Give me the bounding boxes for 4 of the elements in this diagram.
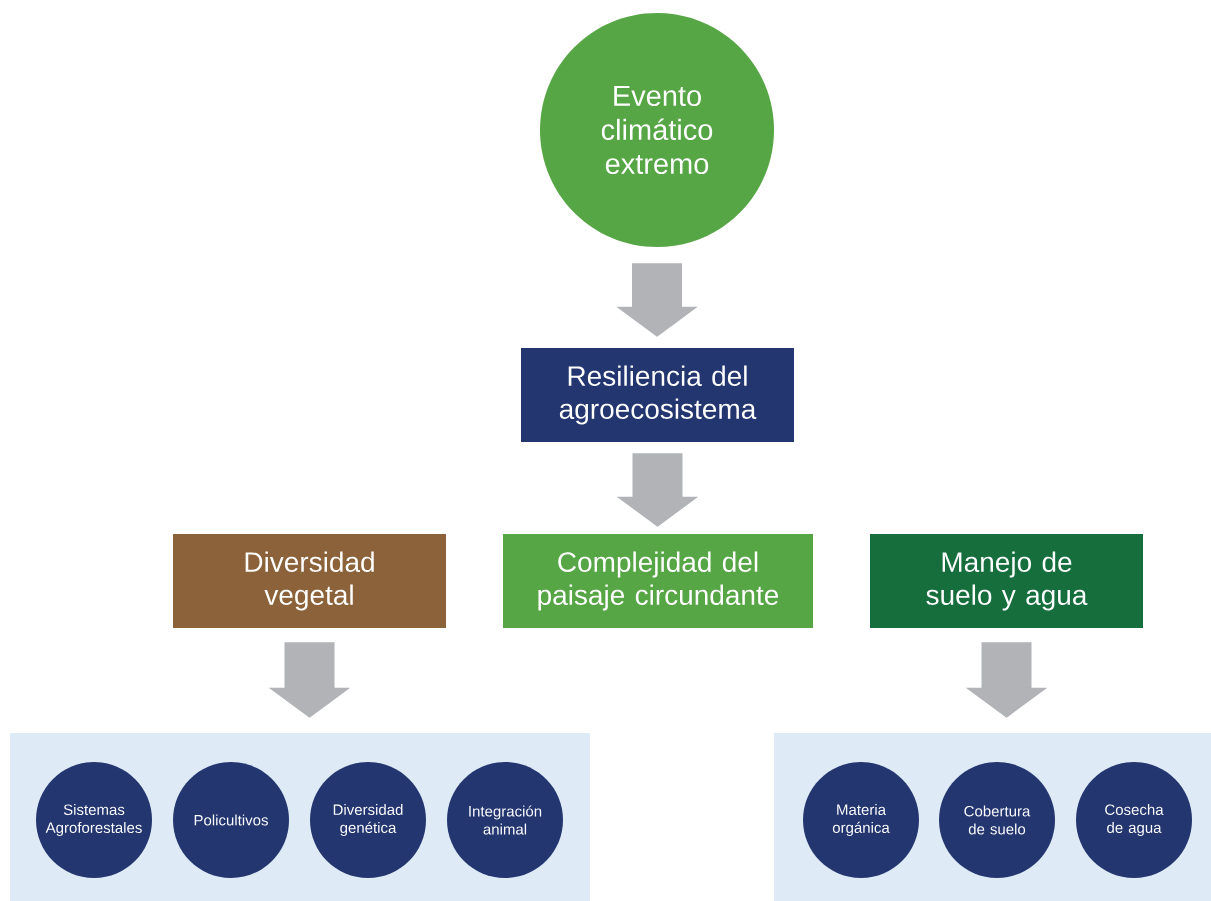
category-box: Diversidad vegetal	[173, 534, 446, 628]
category-box: Manejo de suelo y agua	[870, 534, 1143, 628]
category-box: Complejidad del paisaje circundante	[503, 534, 813, 628]
resilience-box: Resiliencia del agroecosistema	[521, 348, 794, 442]
